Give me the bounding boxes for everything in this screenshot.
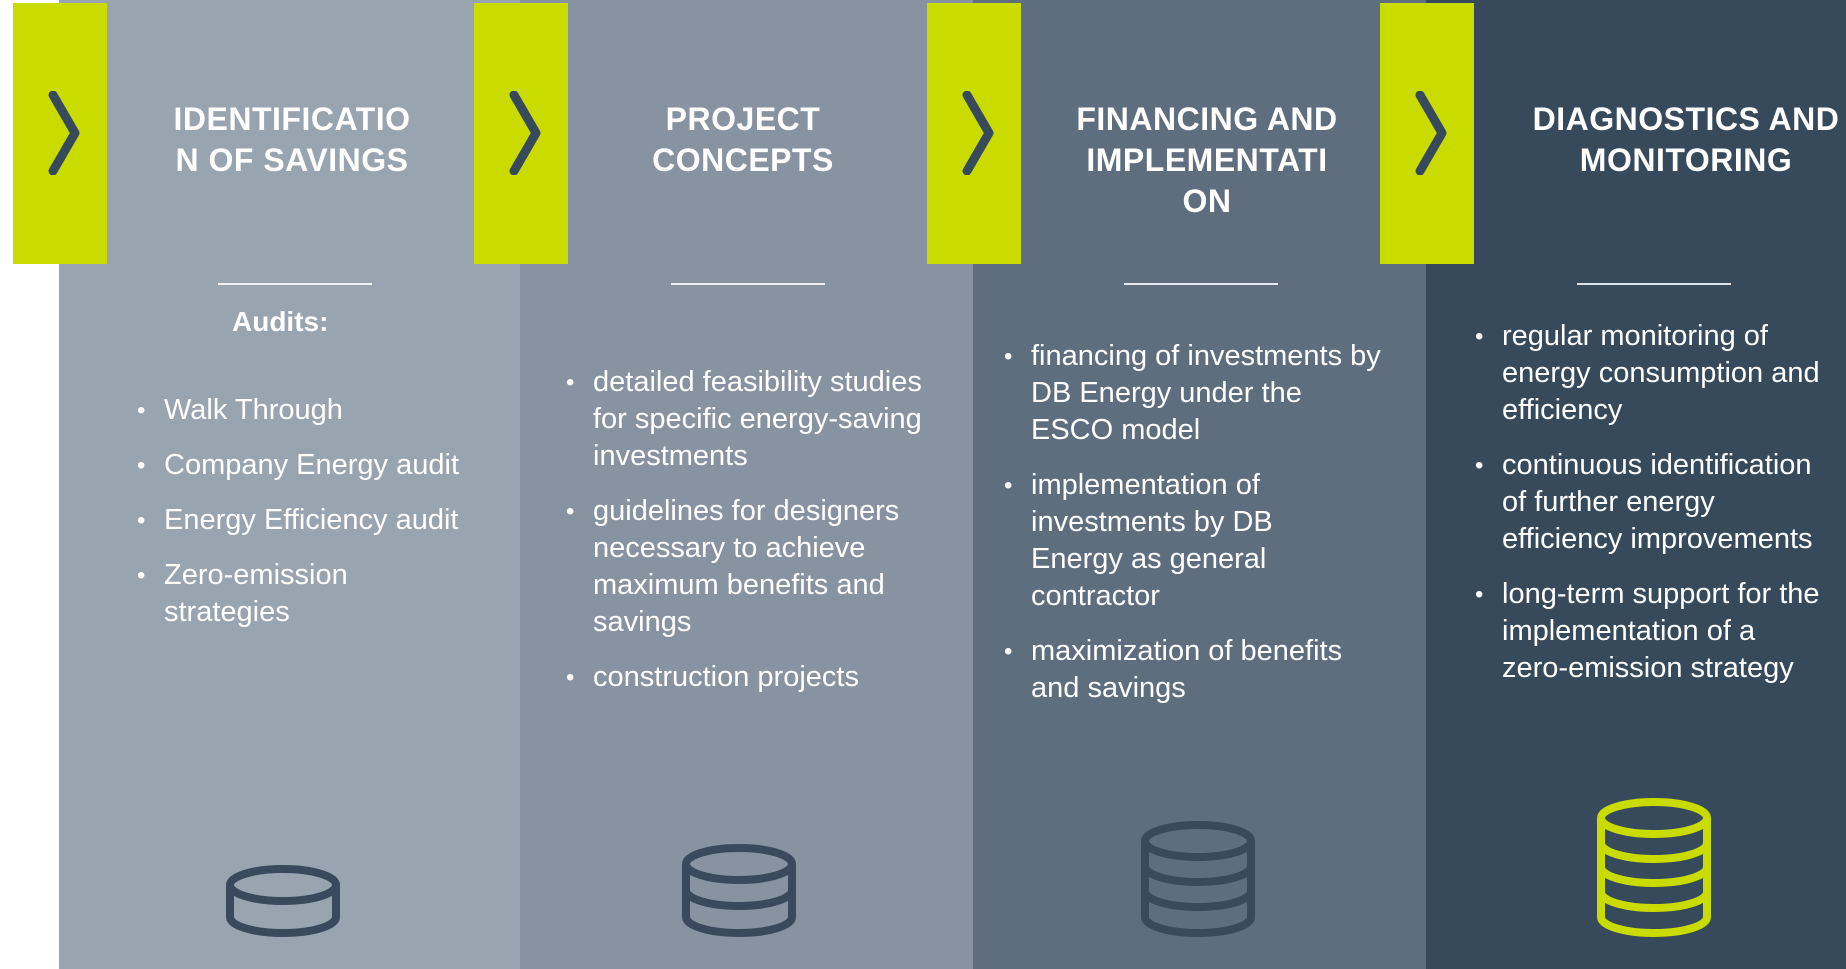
list-item: implementation of investments by DB Ener… — [1004, 467, 1321, 615]
list-item: construction projects — [566, 659, 956, 696]
list-item: Walk Through — [137, 392, 517, 429]
list-item: maximization of benefits and savings — [1004, 633, 1384, 707]
step-tab-4 — [1380, 3, 1474, 264]
item-list: Walk Through Company Energy audit Energy… — [137, 392, 517, 649]
list-item: Energy Efficiency audit — [137, 502, 517, 539]
list-item: regular monitoring of energy consumption… — [1475, 318, 1822, 429]
list-item: detailed feasibility studies for specifi… — [566, 364, 956, 475]
step-column-identification — [59, 0, 520, 969]
step-title: PROJECT CONCEPTS — [652, 101, 834, 178]
item-list: detailed feasibility studies for specifi… — [566, 364, 956, 714]
coin-stack-icon — [682, 844, 796, 937]
step-title: FINANCING AND IMPLEMENTATI ON — [1076, 101, 1338, 219]
step-column-project-concepts — [520, 0, 973, 969]
list-item: Zero-emission strategies — [137, 557, 394, 631]
chevron-right-icon — [48, 91, 80, 175]
list-item: Company Energy audit — [137, 447, 517, 484]
list-item: guidelines for designers necessary to ac… — [566, 493, 933, 641]
step-title: DIAGNOSTICS AND MONITORING — [1532, 101, 1840, 178]
chevron-right-icon — [1415, 91, 1447, 175]
step-title: IDENTIFICATIO N OF SAVINGS — [173, 101, 411, 178]
coin-stack-icon — [226, 865, 340, 937]
divider — [1577, 283, 1731, 285]
item-list: regular monitoring of energy consumption… — [1475, 318, 1835, 705]
step-tab-1 — [13, 3, 107, 264]
list-item: long-term support for the implementation… — [1475, 576, 1822, 687]
audits-subtitle: Audits: — [232, 306, 329, 337]
coin-stack-icon — [1597, 798, 1711, 937]
list-item: continuous identification of further ene… — [1475, 447, 1835, 558]
list-item: financing of investments by DB Energy un… — [1004, 338, 1384, 449]
chevron-right-icon — [962, 91, 994, 175]
divider — [218, 283, 372, 285]
divider — [1124, 283, 1278, 285]
step-tab-2 — [474, 3, 568, 264]
divider — [671, 283, 825, 285]
chevron-right-icon — [509, 91, 541, 175]
coin-stack-icon — [1141, 821, 1255, 937]
step-tab-3 — [927, 3, 1021, 264]
item-list: financing of investments by DB Energy un… — [1004, 338, 1384, 725]
